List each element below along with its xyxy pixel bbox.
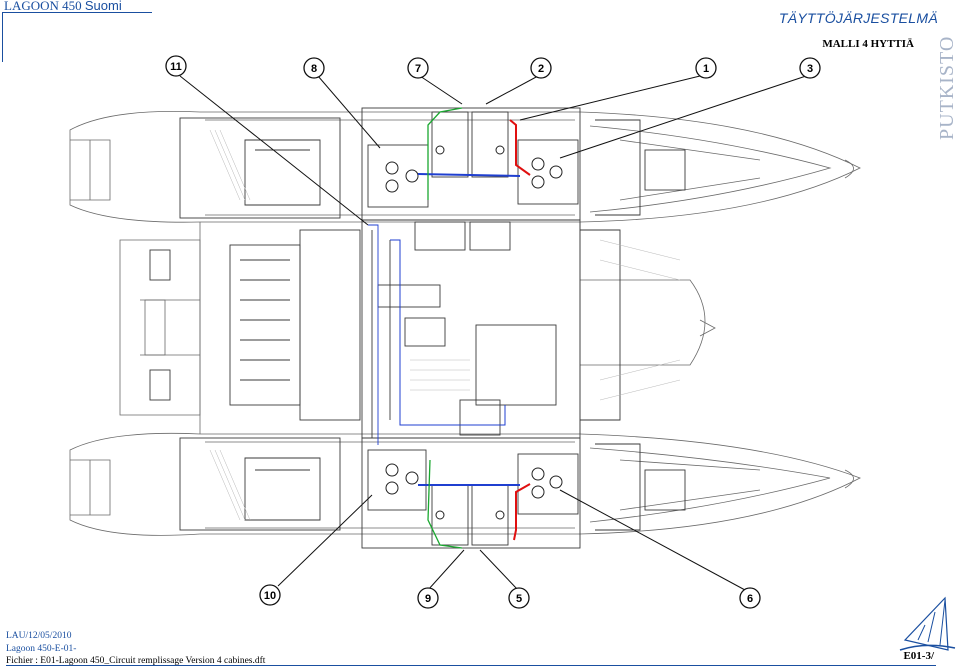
callout-1: 1 (695, 57, 717, 79)
callout-5: 5 (508, 587, 530, 609)
svg-text:11: 11 (170, 61, 182, 73)
pipe-blue-top (417, 173, 521, 177)
pipe-green-top (427, 107, 463, 200)
svg-text:3: 3 (807, 63, 813, 75)
svg-text:7: 7 (415, 63, 421, 75)
forward-engine-zone-top (361, 107, 581, 221)
svg-text:6: 6 (747, 593, 753, 605)
svg-text:8: 8 (311, 63, 317, 75)
svg-text:9: 9 (425, 593, 431, 605)
pipe-blue-saloon-2 (368, 224, 379, 445)
callout-10: 10 (259, 584, 281, 606)
svg-text:2: 2 (538, 63, 544, 75)
footer-info: LAU/12/05/2010 Lagoon 450-E-01- Fichier … (6, 630, 265, 668)
interior-layout (149, 107, 686, 549)
detail-hatching (209, 129, 681, 521)
callout-7: 7 (407, 57, 429, 79)
tank-fittings (385, 145, 563, 520)
pipe-green-bottom (427, 459, 463, 549)
brand-model: LAGOON 450 (4, 0, 82, 13)
callouts: 11 8 7 2 1 3 10 9 5 6 (165, 55, 821, 609)
aft-cabin-port (179, 437, 341, 531)
footer-divider (6, 665, 936, 666)
pipe-red-bottom (513, 483, 531, 541)
svg-text:5: 5 (516, 593, 522, 605)
brand-header: LAGOON 450 Suomi (4, 0, 122, 14)
pipe-red-top (509, 119, 531, 176)
callout-3: 3 (799, 57, 821, 79)
page-title: TÄYTTÖJÄRJESTELMÄ (778, 10, 938, 26)
page-number: E01-3/ (903, 650, 934, 662)
footer-file-name: Fichier : E01-Lagoon 450_Circuit remplis… (6, 656, 266, 666)
aft-cabin-starboard (179, 117, 341, 219)
footer-date-code: LAU/12/05/2010 (6, 631, 72, 641)
plumbing-lines (368, 107, 531, 549)
callout-leaders (179, 75, 807, 591)
header-divider-horizontal (2, 12, 152, 13)
callout-6: 6 (739, 587, 761, 609)
callout-9: 9 (417, 587, 439, 609)
footer-drawing-ref: Lagoon 450-E-01- (6, 643, 77, 654)
pipe-blue-saloon (390, 239, 506, 426)
tank-11 (367, 144, 429, 208)
brand-language: Suomi (84, 0, 122, 13)
header-divider-vertical (2, 12, 3, 62)
svg-text:10: 10 (264, 590, 276, 602)
tank-10 (367, 449, 427, 511)
saloon (361, 219, 581, 439)
callout-2: 2 (530, 57, 552, 79)
callout-11: 11 (165, 55, 187, 77)
lagoon-sail-logo (899, 596, 956, 651)
page-subtitle: MALLI 4 HYTTIÄ (822, 38, 914, 50)
callout-8: 8 (303, 57, 325, 79)
tank-3 (517, 139, 579, 205)
svg-text:1: 1 (703, 63, 709, 75)
tank-6 (517, 453, 579, 515)
